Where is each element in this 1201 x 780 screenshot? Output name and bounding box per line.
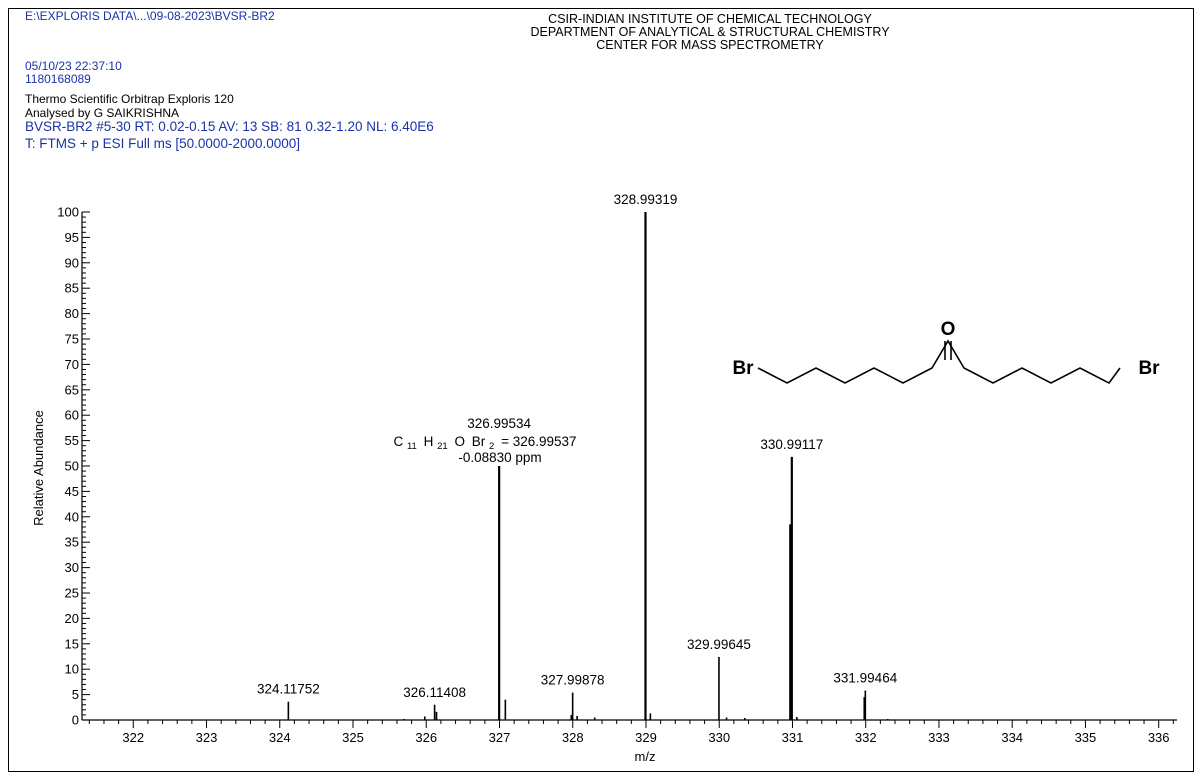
institute-line-2: DEPARTMENT OF ANALYTICAL & STRUCTURAL CH… <box>530 25 890 39</box>
y-tick-label: 10 <box>65 662 79 677</box>
x-tick-label: 324 <box>269 730 291 745</box>
x-tick-label: 335 <box>1075 730 1097 745</box>
y-tick-label: 5 <box>72 687 79 702</box>
file-path: E:\EXPLORIS DATA\...\09-08-2023\BVSR-BR2 <box>25 9 275 23</box>
x-tick-label: 328 <box>562 730 584 745</box>
y-tick-label: 100 <box>57 205 79 220</box>
scan-filter: T: FTMS + p ESI Full ms [50.0000-2000.00… <box>25 136 301 151</box>
institute-line-3: CENTER FOR MASS SPECTROMETRY <box>596 38 824 52</box>
x-tick-label: 332 <box>855 730 877 745</box>
peak-label: 326.99534 <box>467 416 531 431</box>
y-tick-label: 75 <box>65 332 79 347</box>
x-tick-label: 322 <box>122 730 144 745</box>
y-tick-label: 70 <box>65 357 79 372</box>
x-tick-label: 323 <box>196 730 218 745</box>
spectrum-frame <box>8 8 1194 772</box>
x-tick-label: 329 <box>635 730 657 745</box>
peak-labels: 324.11752 326.11408 326.99534 327.99878 328.… <box>257 192 898 700</box>
sample-id: 1180168089 <box>25 72 91 86</box>
y-tick-label: 50 <box>65 459 79 474</box>
peak-label: 328.99319 <box>614 192 678 207</box>
y-tick-label: 15 <box>65 636 79 651</box>
y-tick-label: 35 <box>65 535 79 550</box>
acquisition-datetime: 05/10/23 22:37:10 <box>25 59 122 73</box>
y-axis-title: Relative Abundance <box>31 410 46 526</box>
carbon-chain <box>757 339 1121 385</box>
y-tick-label: 25 <box>65 586 79 601</box>
x-tick-label: 333 <box>928 730 950 745</box>
y-tick-label: 65 <box>65 382 79 397</box>
peaks <box>287 212 889 720</box>
atom-br-left: Br <box>732 358 754 379</box>
institute-line-1: CSIR-INDIAN INSTITUTE OF CHEMICAL TECHNO… <box>548 12 872 26</box>
instrument-name: Thermo Scientific Orbitrap Exploris 120 <box>25 92 234 106</box>
y-tick-label: 90 <box>65 255 79 270</box>
peak-label: 329.99645 <box>687 637 751 652</box>
analyst: Analysed by G SAIKRISHNA <box>25 106 180 120</box>
x-tick-label: 327 <box>489 730 511 745</box>
x-tick-label: 330 <box>708 730 730 745</box>
peak-label: 330.99117 <box>760 437 823 452</box>
x-tick-label: 331 <box>782 730 804 745</box>
y-tick-label: 60 <box>65 408 79 423</box>
scan-info: BVSR-BR2 #5-30 RT: 0.02-0.15 AV: 13 SB: … <box>25 119 434 134</box>
y-tick-label: 30 <box>65 560 79 575</box>
peak-label: 326.11408 <box>403 685 466 700</box>
structure-drawing: Br Br O <box>732 319 1160 385</box>
y-tick-label: 85 <box>65 281 79 296</box>
y-tick-label: 55 <box>65 433 79 448</box>
y-tick-label: 0 <box>72 713 79 728</box>
peak-label: 327.99878 <box>541 673 605 688</box>
atom-oxygen: O <box>941 319 956 340</box>
y-tick-label: 80 <box>65 306 79 321</box>
atom-br-right: Br <box>1138 358 1160 379</box>
peak-label: 324.11752 <box>257 682 320 697</box>
ppm-error: -0.08830 ppm <box>458 450 541 465</box>
formula-annotation: C 11 H 21 O Br 2 = 326.99537 -0.08830 pp… <box>393 434 576 465</box>
peak-label: 331.99464 <box>833 671 897 686</box>
x-tick-label: 326 <box>415 730 437 745</box>
x-tick-label: 336 <box>1148 730 1170 745</box>
y-tick-label: 20 <box>65 611 79 626</box>
y-tick-label: 95 <box>65 230 79 245</box>
y-tick-label: 40 <box>65 509 79 524</box>
x-tick-label: 325 <box>342 730 364 745</box>
y-tick-label: 45 <box>65 484 79 499</box>
x-tick-label: 334 <box>1001 730 1023 745</box>
formula-text: C 11 H 21 O Br 2 = 326.99537 <box>393 434 576 452</box>
x-axis-title: m/z <box>635 749 656 764</box>
axes: 0 5 10 15 20 25 30 35 40 45 50 55 60 65 70 75 80 85 90 95 10… <box>57 205 1177 745</box>
